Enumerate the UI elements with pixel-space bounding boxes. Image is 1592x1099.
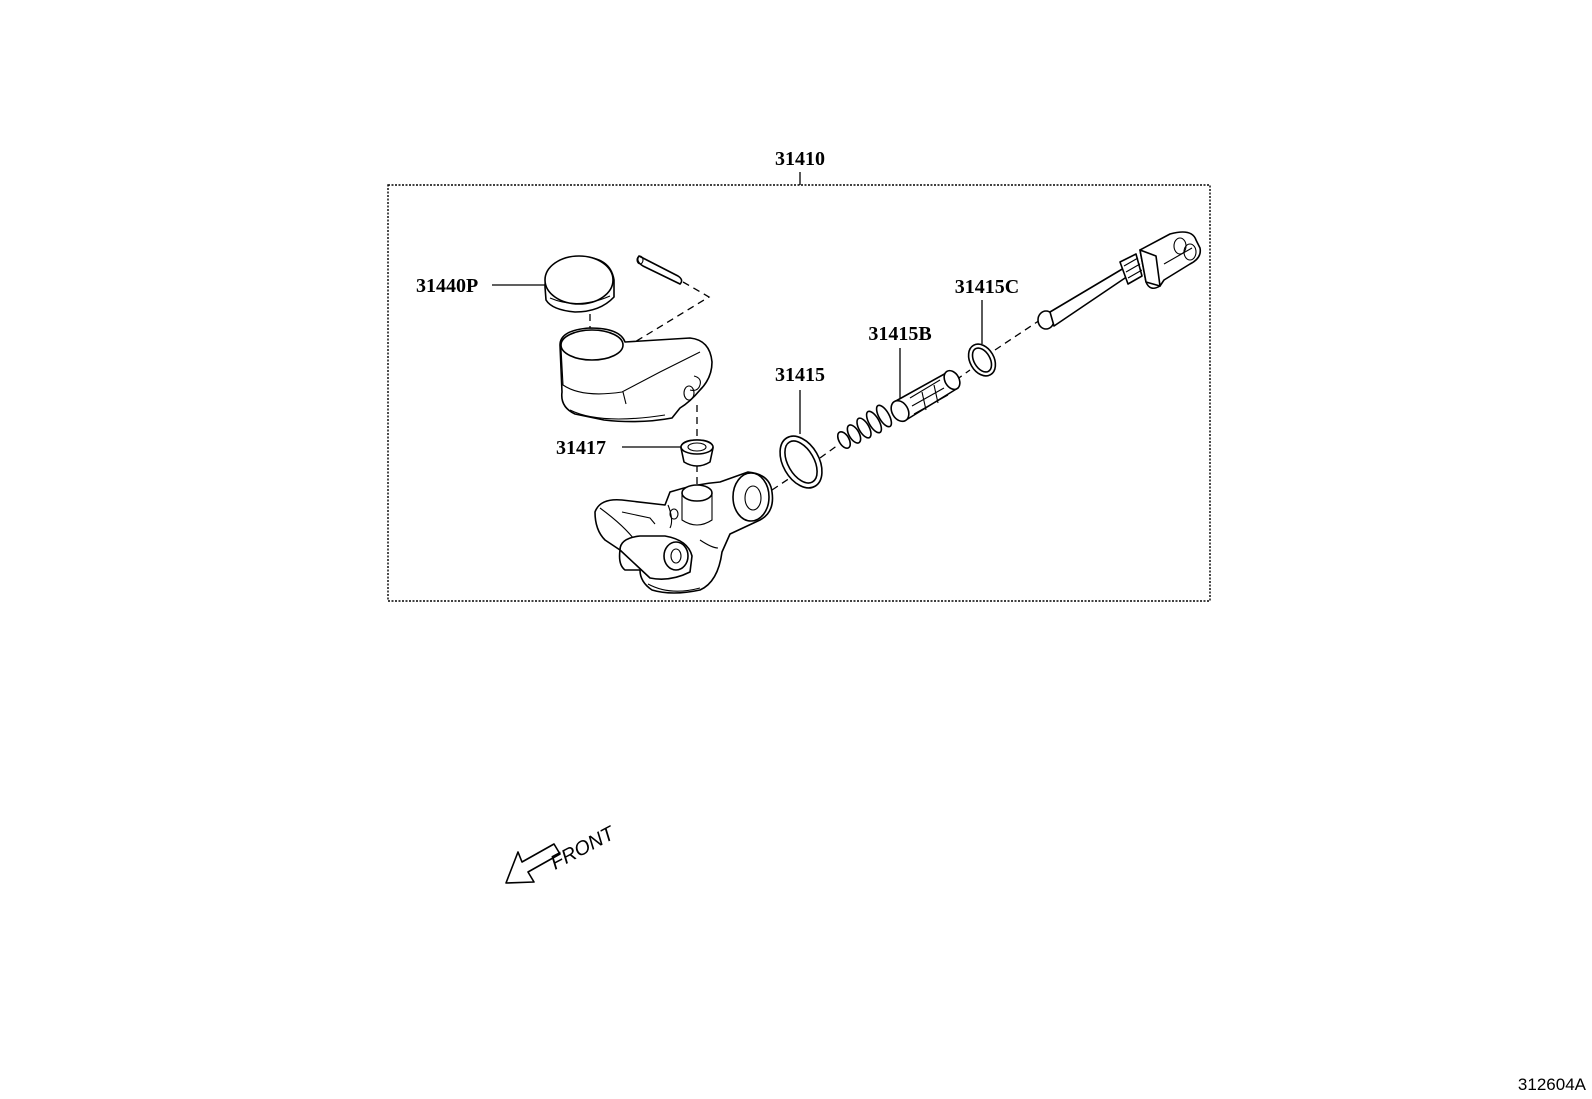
reservoir-cap xyxy=(544,255,615,313)
guide-dash-pin xyxy=(624,281,711,349)
label-31410: 31410 xyxy=(775,148,825,170)
push-rod xyxy=(1037,231,1202,330)
guide-dash-axis-2 xyxy=(819,444,839,459)
diagram-id: 312604A xyxy=(1518,1075,1587,1094)
cylinder-body xyxy=(594,471,774,594)
front-arrow xyxy=(505,843,561,884)
label-31415: 31415 xyxy=(775,364,825,386)
assembly-frame xyxy=(387,184,1211,602)
piston-spring xyxy=(836,404,893,449)
front-label: FRONT xyxy=(547,822,620,875)
pin xyxy=(636,255,683,285)
o-ring xyxy=(779,435,823,489)
guide-dash-axis-1 xyxy=(771,477,791,491)
label-31415C: 31415C xyxy=(955,276,1019,298)
piston xyxy=(890,369,961,423)
label-31415B: 31415B xyxy=(868,323,931,345)
grommet xyxy=(680,439,714,467)
snap-ring xyxy=(967,343,997,377)
guide-dash-axis-4 xyxy=(994,319,1041,351)
label-31417: 31417 xyxy=(556,437,606,459)
label-31440P: 31440P xyxy=(416,275,478,297)
reservoir-body xyxy=(559,327,713,423)
